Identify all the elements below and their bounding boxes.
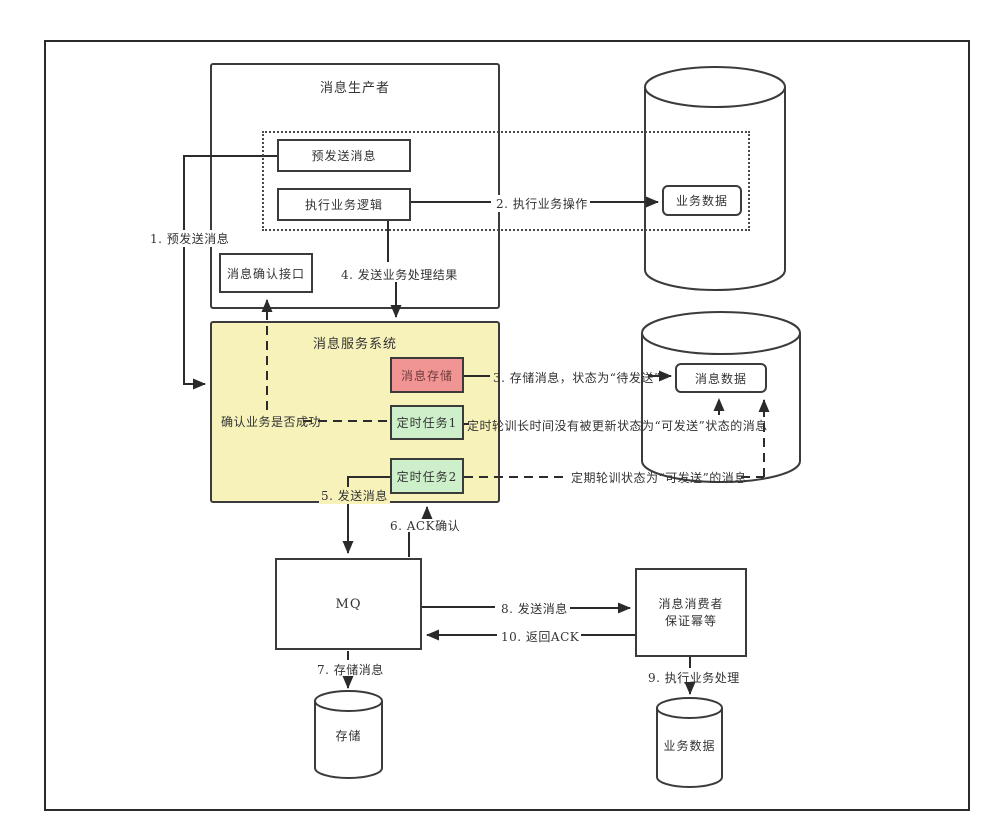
node-exec-business-logic-label: 执行业务逻辑: [304, 198, 383, 212]
flow-label-poll-stale: 定时轮训长时间没有被更新状态为“可发送”状态的消息: [467, 419, 768, 433]
flow-label-3: 3. 存储消息，状态为“待发送”: [493, 371, 661, 385]
node-mq: MQ: [275, 558, 422, 650]
node-pre-send-message: 预发送消息: [277, 139, 411, 172]
message-service-title: 消息服务系统: [312, 337, 397, 352]
node-pre-send-message-label: 预发送消息: [311, 149, 377, 163]
node-message-store: 消息存储: [390, 357, 464, 393]
node-message-confirm-api: 消息确认接口: [219, 253, 313, 293]
flow-label-4: 4. 发送业务处理结果: [341, 268, 458, 282]
node-business-data-top: 业务数据: [662, 185, 742, 216]
node-message-store-label: 消息存储: [400, 368, 453, 383]
flow-label-10: 10. 返回ACK: [499, 628, 582, 645]
transaction-scope-dotted-box: [262, 131, 750, 231]
node-timer-task-2-label: 定时任务2: [396, 469, 458, 484]
node-message-confirm-api-label: 消息确认接口: [226, 266, 305, 281]
node-exec-business-logic: 执行业务逻辑: [277, 188, 411, 221]
flow-label-7: 7. 存储消息: [317, 663, 384, 677]
node-message-data-label: 消息数据: [694, 371, 747, 386]
db-cylinder-message-data: [641, 311, 801, 483]
flow-label-6: 6. ACK确认: [390, 519, 461, 533]
db-cylinder-storage: [314, 690, 383, 779]
arrow-5-send: [342, 476, 390, 554]
db-cylinder-business-data-bottom: [656, 697, 723, 788]
producer-title: 消息生产者: [319, 81, 390, 96]
node-message-consumer-line1: 消息消费者: [658, 596, 724, 611]
node-timer-task-1-label: 定时任务1: [396, 416, 458, 430]
node-business-data-top-label: 业务数据: [675, 194, 728, 208]
flow-label-5: 5. 发送消息: [319, 487, 390, 504]
flow-label-1: 1. 预发送消息: [148, 230, 232, 247]
node-message-consumer: 消息消费者 保证幂等: [635, 568, 747, 657]
node-timer-task-2: 定时任务2: [390, 458, 464, 494]
flow-label-confirm-check: 确认业务是否成功: [221, 415, 322, 429]
node-storage-db-label: 存储: [335, 729, 362, 743]
arrow-1-presend: [183, 155, 277, 390]
node-timer-task-1: 定时任务1: [390, 405, 464, 440]
node-message-consumer-line2: 保证幂等: [664, 613, 717, 628]
flow-label-2: 2. 执行业务操作: [494, 195, 590, 212]
flow-label-8: 8. 发送消息: [499, 600, 570, 617]
node-mq-label: MQ: [335, 596, 362, 612]
flow-label-poll-ready: 定期轮训状态为“可发送”的消息: [571, 471, 747, 485]
node-message-data: 消息数据: [675, 363, 767, 393]
node-business-data-bottom-label: 业务数据: [663, 739, 716, 753]
flow-label-9: 9. 执行业务处理: [648, 671, 740, 685]
outer-frame: [44, 40, 970, 811]
